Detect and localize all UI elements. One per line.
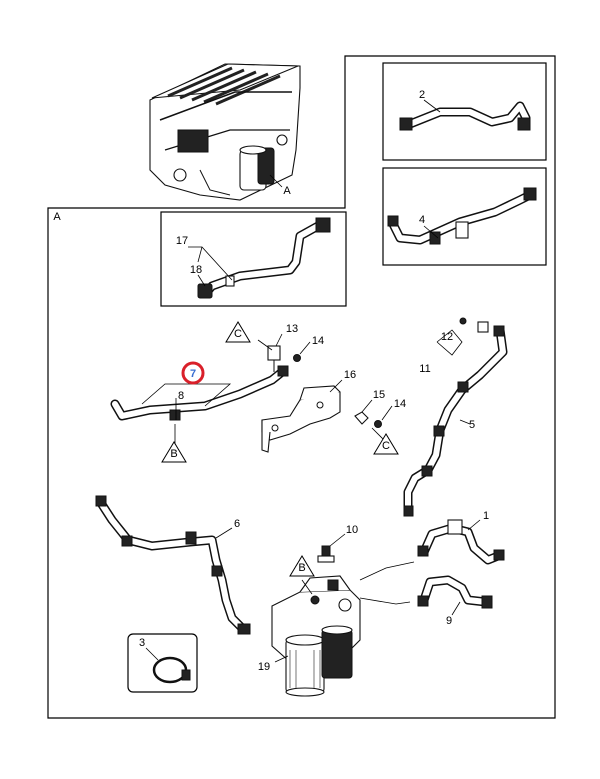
callout-11: 11 <box>419 363 430 375</box>
clamp-part-3 <box>152 656 191 684</box>
leader-19 <box>274 655 289 663</box>
callout-10: 10 <box>346 524 358 536</box>
leader-engine-a <box>269 174 283 188</box>
inset-box-3 <box>127 633 198 693</box>
hose-part-9 <box>417 575 493 609</box>
ref-triangle-b-low <box>161 441 187 463</box>
main-frame-label: A <box>53 211 61 223</box>
leader-16 <box>329 379 343 393</box>
callout-5: 5 <box>469 419 475 431</box>
leader-13 <box>275 333 283 347</box>
callout-13: 13 <box>286 323 298 335</box>
leader-7-frame <box>141 383 232 407</box>
callout-3: 3 <box>139 637 145 649</box>
bracket-part-16 <box>261 385 382 453</box>
ref-triangle-c-top <box>225 321 251 343</box>
callout-19: 19 <box>258 661 270 673</box>
leader-15 <box>361 399 373 413</box>
leader-c-top <box>257 339 273 351</box>
inset-box-17-18 <box>160 211 347 307</box>
callout-14a: 14 <box>312 335 324 347</box>
callout-9: 9 <box>446 615 452 627</box>
fuel-filter-assembly-19 <box>271 545 361 697</box>
leader-b-filter <box>301 579 313 595</box>
callout-17: 17 <box>176 235 188 247</box>
callout-12: 12 <box>441 331 453 343</box>
leader-18 <box>197 274 206 287</box>
leader-2 <box>423 99 441 113</box>
ref-c-bracket-label: C <box>382 440 390 452</box>
ref-c-top-label: C <box>234 328 242 340</box>
callout-7-highlighted[interactable]: 7 <box>190 368 196 380</box>
leader-c-bracket <box>371 427 385 441</box>
hose-part-1 <box>417 519 505 565</box>
inset-box-4 <box>382 167 547 266</box>
leader-1 <box>467 519 481 531</box>
hose-part-4 <box>387 187 537 245</box>
ref-triangle-b-filter <box>289 555 315 577</box>
ref-b-low-label: B <box>170 448 177 460</box>
leader-6 <box>215 527 233 539</box>
hose-part-5 <box>403 317 508 517</box>
engine-detail-label: A <box>283 185 291 197</box>
leader-10 <box>329 533 346 547</box>
callout-2: 2 <box>419 89 425 101</box>
callout-6: 6 <box>234 518 240 530</box>
engine-block-illustration <box>149 63 301 201</box>
callout-4: 4 <box>419 214 425 226</box>
callout-16: 16 <box>344 369 356 381</box>
leader-14b <box>381 405 393 421</box>
connector-line-9 <box>359 597 411 605</box>
hose-part-2 <box>399 101 531 131</box>
callout-1: 1 <box>483 510 489 522</box>
leader-11-12 <box>436 329 463 356</box>
leader-9 <box>451 601 461 616</box>
leader-14a <box>299 341 311 355</box>
leader-5 <box>459 419 471 425</box>
main-frame-outline <box>47 55 556 719</box>
callout-15: 15 <box>373 389 385 401</box>
ref-triangle-c-bracket <box>373 433 399 455</box>
callout-18: 18 <box>190 264 202 276</box>
leader-3 <box>145 647 159 661</box>
leader-17b <box>197 246 203 263</box>
callout-8: 8 <box>178 390 184 402</box>
hose-part-6 <box>95 495 251 635</box>
hose-part-17-18 <box>197 217 331 299</box>
inset-box-2 <box>382 62 547 161</box>
highlight-ring-7 <box>181 361 205 385</box>
leader-4 <box>423 225 439 239</box>
callout-14b: 14 <box>394 398 406 410</box>
ref-b-filter-label: B <box>298 562 305 574</box>
connector-line-1 <box>359 561 415 581</box>
